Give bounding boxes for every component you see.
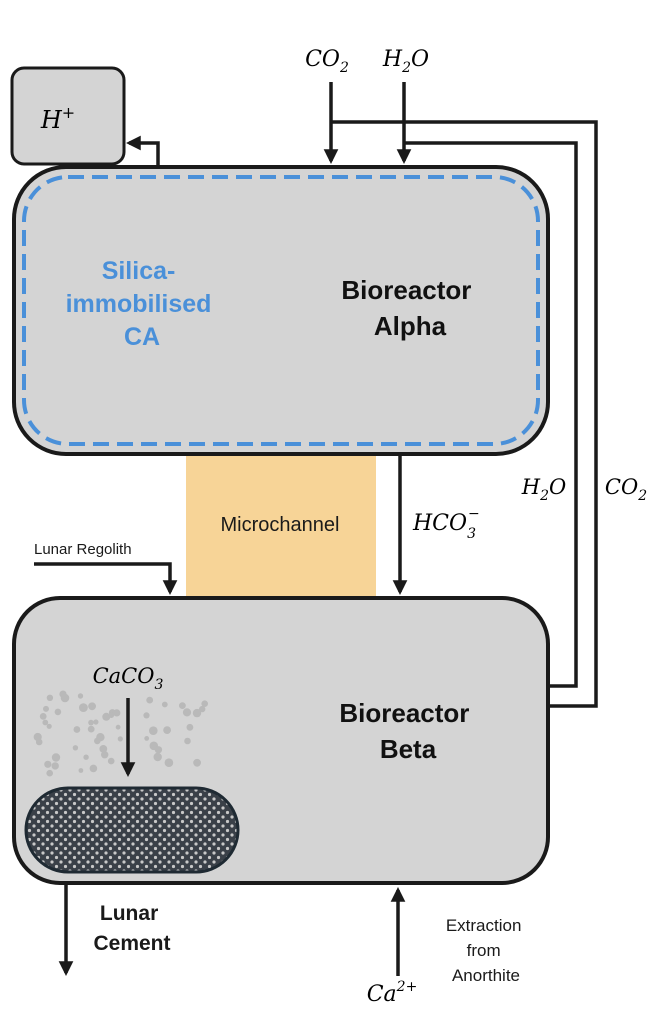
particle (154, 746, 163, 754)
microchannel-label: Microchannel (221, 514, 340, 536)
particle (72, 745, 79, 751)
co2-return-label: CO2 (605, 475, 647, 504)
lunar-regolith-label: Lunar Regolith (34, 541, 132, 558)
bioreactor-alpha-box (12, 165, 550, 456)
hco3-label: HCO3− (412, 506, 480, 542)
caco3-label: CaCO3 (93, 664, 164, 693)
particle (43, 705, 49, 712)
particle (51, 762, 59, 770)
particle (201, 700, 208, 707)
cement-deposit (24, 786, 240, 874)
extraction-label: Extraction from Anorthite (446, 916, 526, 985)
h2o-return-label: H2O (521, 475, 566, 504)
caco3-particles (33, 690, 208, 777)
lunar-cement-label: Lunar Cement (93, 902, 170, 955)
particle (88, 719, 94, 726)
hplus-label: H+ (40, 103, 75, 134)
particle (54, 708, 62, 716)
particle (51, 753, 61, 762)
regolith-input-arrow (34, 562, 178, 595)
co2-top-label: CO2 (305, 47, 349, 76)
particle (87, 725, 95, 733)
particle (199, 705, 206, 713)
particle (46, 723, 52, 729)
h2o-top-label: H2O (382, 47, 429, 76)
particle (89, 764, 98, 773)
particle (184, 737, 191, 745)
particle (77, 693, 84, 699)
particle (107, 757, 115, 765)
particle (88, 702, 96, 711)
ca2plus-label: Ca2+ (367, 979, 418, 1007)
hplus-output-arrow (126, 135, 160, 167)
particle (96, 733, 105, 742)
particle (193, 758, 202, 767)
particle (73, 726, 81, 733)
particle (163, 726, 172, 734)
particle (161, 701, 168, 708)
particle (102, 712, 111, 721)
particle (46, 694, 54, 701)
particle (78, 768, 84, 773)
particle (182, 708, 192, 717)
microchannel-block (186, 450, 376, 602)
particle (39, 713, 47, 720)
particle (99, 745, 108, 753)
particle (46, 769, 53, 777)
particle (83, 754, 89, 760)
particle (164, 758, 174, 767)
particle (59, 690, 67, 698)
particle (101, 751, 109, 759)
particle (146, 696, 154, 704)
particle (115, 724, 121, 730)
hplus-box (10, 66, 126, 166)
particle (45, 761, 51, 768)
co2-recycle-line (331, 120, 598, 708)
particle (93, 719, 99, 725)
bioreactor-alpha-label: Bioreactor Alpha (341, 275, 478, 341)
particle (108, 712, 115, 718)
particle (117, 736, 123, 742)
particle (143, 712, 150, 719)
immobilised-layer-outline (22, 175, 540, 446)
particle (192, 708, 202, 718)
particle (113, 709, 121, 717)
silica-ca-label: Silica- immobilised CA (66, 257, 219, 351)
bioreactor-beta-label: Bioreactor Beta (339, 698, 476, 764)
particle (144, 736, 150, 741)
particle (149, 726, 158, 735)
particle (186, 723, 194, 731)
h2o-recycle-line (404, 141, 578, 688)
particle (153, 752, 162, 762)
particle (179, 702, 186, 709)
particle (42, 719, 49, 726)
particle (79, 703, 88, 712)
particle (35, 738, 43, 746)
